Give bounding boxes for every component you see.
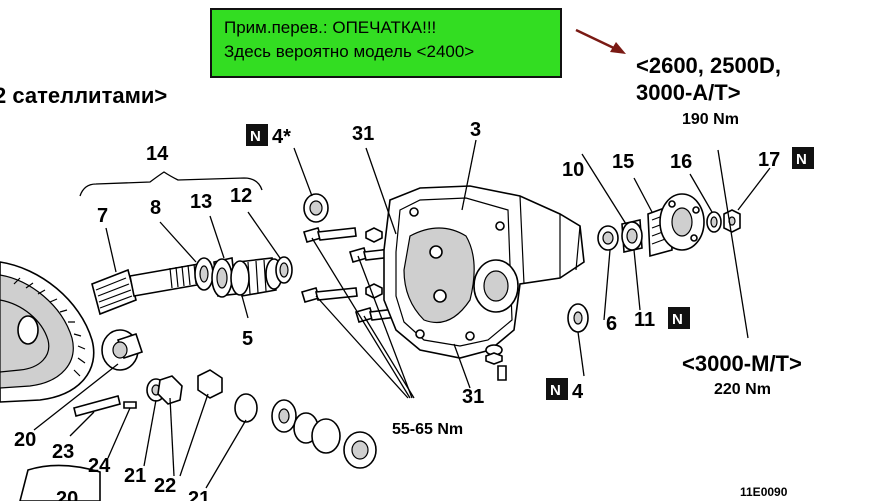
callout-15: 15 [612,151,634,173]
drive-pinion [91,261,215,316]
callout-14: 14 [146,143,169,165]
new-part-mark-4star-text: N [250,128,261,145]
translator-arrow [575,28,626,54]
translator-note-line1: Прим.перев.: ОПЕЧАТКА!!! [224,18,437,37]
translator-note-line2: Здесь вероятно модель <2400> [224,42,475,61]
callout-22: 22 [154,475,176,497]
new-part-mark-11 [668,307,690,329]
callout-31a: 31 [352,123,374,145]
callout-12: 12 [230,185,252,207]
torque-bolts: 55-65 Nm [392,421,463,438]
callout-5: 5 [242,328,253,350]
models-top-line2: 3000-A/T> [636,80,741,105]
bearing-5 [230,257,283,297]
leader-lines [33,139,771,489]
seal-ring-12 [275,256,293,284]
pinion-shaft-23 [73,395,121,417]
callout-8: 8 [150,197,161,219]
bearing-8 [194,257,214,291]
companion-flange-15 [647,193,705,258]
translator-note-box: Прим.перев.: ОПЕЧАТКА!!! Здесь вероятно … [210,8,562,78]
callout-17: 17 [758,149,780,171]
ring-gear [0,261,95,403]
new-part-mark-4star [246,124,268,146]
callout-13: 13 [190,191,212,213]
pinion-gear-22b [197,369,223,399]
oil-seal-6 [597,225,619,251]
callout-21b: 21 [188,488,210,501]
plug-and-washer [485,344,507,381]
callout-20-bottom: 20 [56,488,78,501]
bracket-14 [79,171,263,197]
models-top-line1: <2600, 2500D, [636,53,781,78]
callout-23: 23 [52,441,74,463]
lock-pin-24 [123,401,137,409]
gasket-4 [567,303,589,333]
figure-code: 11E0090 [740,485,788,499]
pinion-gear-22a [157,375,183,405]
lower-cut-part-20 [19,464,101,501]
bearing-11 [621,219,643,253]
new-part-mark-4-text: N [550,382,561,399]
callout-4star: 4* [272,126,291,148]
nut-17 [723,209,741,233]
side-gear-train [234,393,377,469]
oil-seal-4star [303,193,329,223]
callout-11: 11 [634,309,655,331]
callout-21a: 21 [124,465,146,487]
models-bottom-line1: <3000-M/T> [682,351,802,376]
torque-190: 190 Nm [682,111,739,128]
new-part-mark-17 [792,147,814,169]
callout-24: 24 [88,455,111,477]
callout-7: 7 [97,205,108,227]
callout-10: 10 [562,159,584,181]
callout-3: 3 [470,119,481,141]
callout-6: 6 [606,313,617,335]
callout-20: 20 [14,429,36,451]
callout-16: 16 [670,151,692,173]
new-part-mark-11-text: N [672,311,683,328]
callout-4: 4 [572,381,584,403]
washer-16 [706,211,722,233]
new-part-mark-4 [546,378,568,400]
header-left-text: 2 сателлитами> [0,83,167,108]
carrier-housing-3 [383,185,585,359]
callout-31b: 31 [462,386,484,408]
diff-case-20 [101,329,144,371]
torque-220: 220 Nm [714,381,771,398]
new-part-mark-17-text: N [796,151,807,168]
